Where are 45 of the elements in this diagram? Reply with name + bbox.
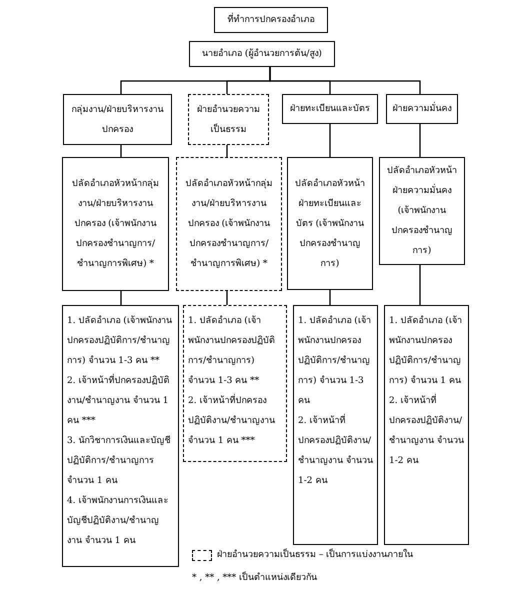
list-item-text: 3. นักวิชาการเงินและบัญชีปฏิบัติการ/ชำนาญการ จำนวน 1 คน (67, 434, 172, 488)
footnote-text: * , ** , *** เป็นตำแหน่งเดียวกัน (192, 572, 318, 585)
legend-text: ฝ่ายอำนวยความเป็นธรรม – เป็นการแบ่งงานภายใน (217, 549, 414, 562)
unit-title-text: นายอำเภอ (ผู้อำนวยการต้น/สูง) (202, 48, 322, 60)
list-item-text: 2. เจ้าหน้าที่ปกครองปฏิบัติงาน/ชำนาญงาน จำนวน 1 คน *** (67, 371, 174, 431)
org-box (379, 157, 465, 265)
dashed-org-box (183, 305, 287, 462)
org-box (384, 305, 469, 545)
connector-line (419, 265, 421, 305)
org-box (63, 94, 172, 145)
unit-title-text: ปลัดอำเภอหัวหน้ากลุ่มงาน/ฝ่ายบริหารงานปกครอง (เจ้าพนักงานปกครองชำนาญการ/ชำนาญการพิเศษ) * (71, 178, 160, 271)
connector-line (120, 145, 122, 157)
org-box (282, 94, 378, 124)
org-box (386, 94, 458, 124)
org-box (287, 157, 373, 290)
unit-title-text: กลุ่มงาน/ฝ่ายบริหารงานปกครอง (70, 104, 165, 136)
unit-title-text: ฝ่ายทะเบียนและบัตร (290, 103, 370, 115)
list-item-text: 1. ปลัดอำเภอ (เจ้าพนักงานปกครองปฏิบัติการ/ชำนาญการ) จำนวน 1-3 คน ** (188, 314, 276, 388)
unit-title-text: ที่ทำการปกครองอำเภอ (228, 14, 314, 26)
unit-title-text: ปลัดอำเภอหัวหน้าฝ่ายความมั่นคง (เจ้าพนักงานปกครองชำนาญการ) (386, 164, 458, 258)
list-item-text: 2. เจ้าหน้าที่ปกครองปฏิบัติงาน/ชำนาญงาน จำนวน 1-2 คน (389, 391, 464, 471)
connector-line (226, 145, 228, 157)
connector-line (269, 67, 421, 94)
unit-title-text: ฝ่ายความมั่นคง (392, 103, 452, 115)
org-box (62, 305, 179, 567)
connector-line (120, 291, 122, 305)
connector-line (419, 124, 421, 157)
list-item-text: 1. ปลัดอำเภอ (เจ้าพนักงานปกครองปฏิบัติการ/ชำนาญการ) จำนวน 1 คน (389, 314, 463, 388)
list-item-text: 1. ปลัดอำเภอ (เจ้าพนักงานปกครองปฏิบัติการ/ชำนาญการ) จำนวน 1-3 คน ** (67, 314, 173, 368)
connector-line (329, 290, 331, 305)
unit-title-text: ปลัดอำเภอหัวหน้าฝ่ายทะเบียนและบัตร (เจ้าพนักงานปกครองชำนาญการ) (294, 178, 366, 270)
list-item-text: 2. เจ้าหน้าที่ปกครองปฏิบัติงาน/ชำนาญงาน จำนวน 1 คน *** (188, 391, 282, 451)
list-item-text: 1. ปลัดอำเภอ (เจ้าพนักงานปกครองปฏิบัติการ/ชำนาญการ) จำนวน 1-3 คน (298, 314, 372, 408)
dashed-org-box (176, 157, 282, 291)
list-item-text: 2. เจ้าหน้าที่ปกครองปฏิบัติงาน/ชำนาญงาน จำนวน 1-2 คน (298, 411, 373, 491)
org-box (293, 305, 378, 545)
org-box (214, 7, 328, 33)
dashed-org-box (188, 94, 269, 145)
unit-title-text: ปลัดอำเภอหัวหน้ากลุ่มงาน/ฝ่ายบริหารงานปกครอง (เจ้าพนักงานปกครองชำนาญการ/ชำนาญการพิเศษ) * (184, 178, 274, 271)
unit-title-text: ฝ่ายอำนวยความเป็นธรรม (196, 104, 261, 136)
org-box (189, 41, 335, 67)
connector-line (226, 291, 228, 305)
org-box (62, 157, 169, 291)
connector-line (329, 124, 331, 157)
list-item-text: 4. เจ้าพนักงานการเงินและบัญชีปฏิบัติงาน/ชำนาญงาน จำนวน 1 คน (67, 494, 170, 548)
